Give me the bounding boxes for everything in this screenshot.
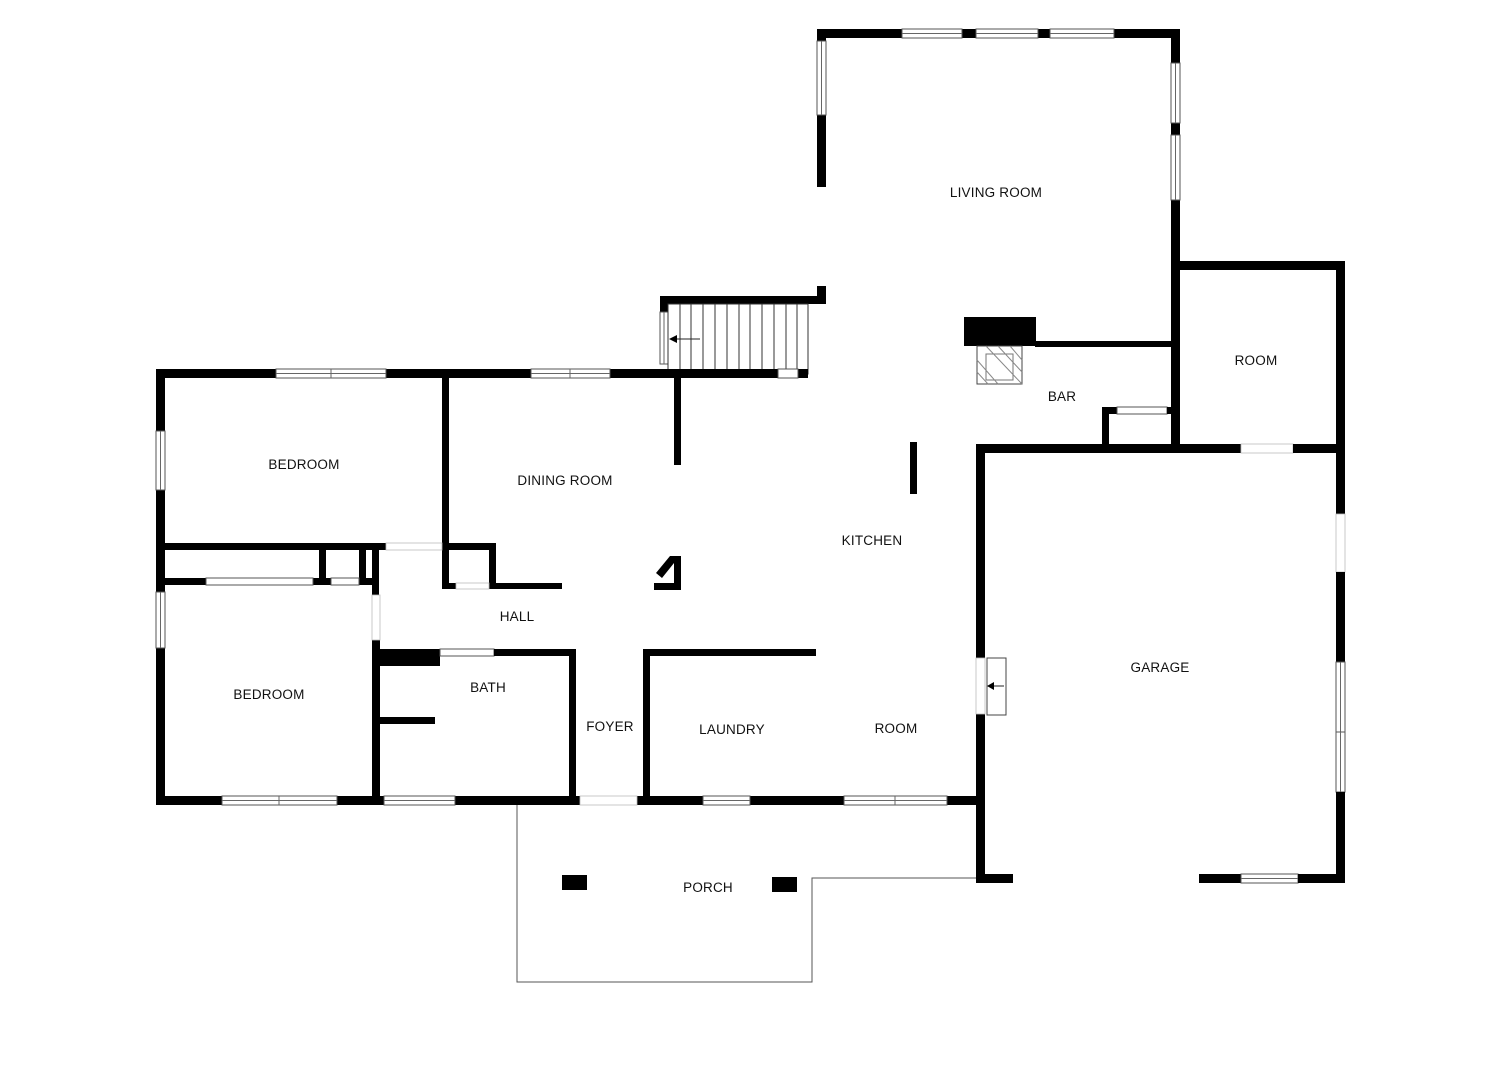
bar-label: BAR (1048, 389, 1076, 404)
interior-walls (156, 369, 1182, 805)
porch-label: PORCH (683, 880, 733, 895)
upper-room-label: ROOM (1235, 353, 1278, 368)
bedroom-top-label: BEDROOM (268, 457, 339, 472)
garage-walls (1199, 444, 1346, 884)
bedroom-bottom-label: BEDROOM (233, 687, 304, 702)
porch-outline (516, 805, 976, 983)
stairs-icon (659, 296, 826, 375)
main-house-windows (155, 368, 948, 806)
dining-room-label: DINING ROOM (517, 473, 612, 488)
laundry-label: LAUNDRY (699, 722, 765, 737)
hall-label: HALL (500, 609, 535, 624)
garage-label: GARAGE (1131, 660, 1190, 675)
upper-room-walls (1171, 261, 1345, 454)
fireplace-icon (964, 317, 1036, 385)
main-house-walls (156, 369, 1013, 883)
foyer-label: FOYER (586, 719, 634, 734)
lower-room-label: ROOM (875, 721, 918, 736)
kitchen-label: KITCHEN (842, 533, 903, 548)
living-room-windows (816, 28, 1181, 201)
bath-label: BATH (470, 680, 506, 695)
steps-icon (975, 657, 1007, 716)
room-labels: LIVING ROOM ROOM BAR BEDROOM DINING ROOM… (233, 185, 1277, 895)
living-room-label: LIVING ROOM (950, 185, 1042, 200)
